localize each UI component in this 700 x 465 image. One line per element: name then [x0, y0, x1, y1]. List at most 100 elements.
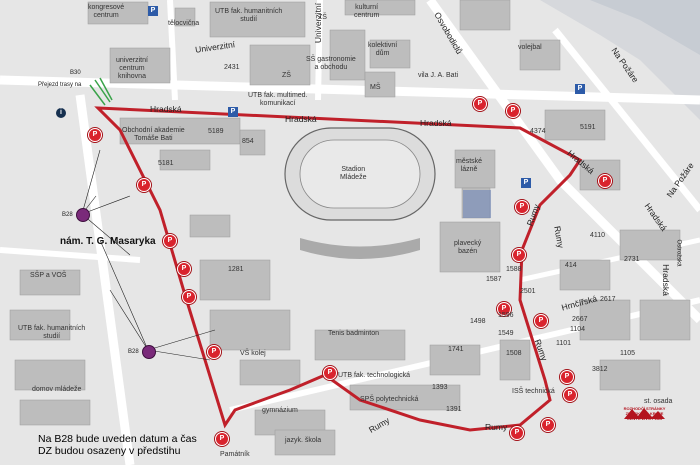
parking-pin[interactable]: P	[598, 174, 612, 188]
parking-pin[interactable]: P	[497, 302, 511, 316]
place-label: ZŠ	[282, 72, 291, 79]
place-label: UTB fak. multimed. komunikací	[248, 92, 308, 107]
place-label: 1104	[570, 326, 586, 333]
parking-sign: P	[575, 84, 585, 94]
place-label: Památník	[220, 451, 250, 458]
place-label: 1549	[498, 330, 514, 337]
place-label: ZŠ	[318, 14, 327, 21]
parking-pin[interactable]: P	[560, 370, 574, 384]
bus-stop-label: B28	[128, 349, 139, 355]
place-label: tělocvična	[168, 20, 200, 27]
parking-sign: P	[228, 107, 238, 117]
bus-stop-label: B28	[62, 212, 73, 218]
place-label: SPŠ polytechnická	[360, 396, 419, 403]
square-label: nám. T. G. Masaryka	[60, 236, 156, 247]
parking-pin[interactable]: P	[177, 262, 191, 276]
place-label: 854	[242, 138, 254, 145]
street-hradska: Hradská	[285, 114, 317, 124]
place-label: 4374	[530, 128, 546, 135]
parking-pin[interactable]: P	[88, 128, 102, 142]
parking-pin[interactable]: P	[473, 97, 487, 111]
place-label: městské lázně	[456, 158, 483, 173]
route-line	[94, 106, 583, 432]
place-label: vila J. A. Bati	[418, 72, 459, 79]
place-label: 2501	[520, 288, 536, 295]
place-label: 414	[565, 262, 577, 269]
street-hradska: Hradská	[150, 104, 182, 114]
place-label: 1105	[620, 350, 636, 357]
place-label: 5181	[158, 160, 174, 167]
place-label: 1596	[498, 312, 514, 319]
place-label: univerzitní centrum knihovna	[116, 57, 148, 80]
parking-pin[interactable]: P	[182, 290, 196, 304]
place-label: Tenis badminton	[328, 330, 379, 337]
region-logo: ROZHODČÍ STRÁNKY ZLÍNSKÉHO KRAJE ČENTR Ž…	[622, 406, 667, 434]
parking-pin[interactable]: P	[163, 234, 177, 248]
place-label: 1498	[470, 318, 486, 325]
place-label: domov mládeže	[32, 386, 82, 393]
place-label: kulturní centrum	[354, 4, 380, 19]
crossing-label: Přejezd trasy na	[38, 82, 82, 88]
parking-pin[interactable]: P	[215, 432, 229, 446]
parking-pin[interactable]: P	[137, 178, 151, 192]
parking-pin[interactable]: P	[534, 314, 548, 328]
place-label: 1391	[446, 406, 462, 413]
place-label: 3812	[592, 366, 608, 373]
place-label: 1588	[506, 266, 522, 273]
parking-pin[interactable]: P	[563, 388, 577, 402]
place-label: SŠP a VOŠ	[30, 272, 67, 279]
parking-pin[interactable]: P	[506, 104, 520, 118]
street-univerzitni: Univerzitní	[313, 2, 324, 44]
parking-pin[interactable]: P	[207, 345, 221, 359]
bus-stop-label: B30	[70, 70, 81, 76]
bus-stop-b28[interactable]	[142, 345, 156, 359]
parking-sign: P	[148, 6, 158, 16]
place-label: 2731	[624, 256, 640, 263]
place-label: 1101	[556, 340, 572, 347]
parking-pin[interactable]: P	[541, 418, 555, 432]
river	[590, 0, 700, 55]
place-label: kolektivní dům	[368, 42, 398, 57]
buildings	[9, 0, 691, 456]
parking-pin[interactable]: P	[512, 248, 526, 262]
place-label: 1741	[448, 346, 464, 353]
place-label: 5191	[580, 124, 596, 131]
street-rumy: Rumy	[485, 422, 508, 432]
place-label: 4110	[590, 232, 606, 239]
street-ostrozska: Ostrožská	[675, 239, 682, 267]
place-label: VŠ kolej	[240, 350, 266, 357]
place-label: 2667	[572, 316, 588, 323]
street-hradska: Hradská	[420, 118, 452, 128]
bus-stop-b28[interactable]	[76, 208, 90, 222]
note-text: Na B28 bude uveden datum a čas DZ budou …	[38, 433, 197, 457]
place-label: 1587	[486, 276, 502, 283]
parking-pin[interactable]: P	[515, 200, 529, 214]
place-label: MŠ	[370, 84, 381, 91]
place-label: 2431	[224, 64, 240, 71]
place-label: st. osada	[644, 398, 673, 405]
place-label: jazyk. škola	[285, 437, 322, 444]
stadium-label: Stadion Mládeže	[340, 166, 367, 181]
place-label: volejbal	[518, 44, 542, 51]
logo-icon	[624, 408, 665, 419]
place-label: UTB fak. humanitních studií	[215, 8, 283, 23]
place-label: Obchodní akademie Tomáše Bati	[122, 127, 185, 142]
parking-sign: P	[521, 178, 531, 188]
place-label: SŠ gastronomie a obchodu	[306, 56, 356, 71]
place-label: ISŠ technická	[512, 388, 555, 395]
place-label: UTB fak. technologická	[338, 372, 410, 379]
place-label: UTB fak. humanitních studií	[18, 325, 86, 340]
place-label: kongresové centrum	[88, 4, 125, 19]
parking-pin[interactable]: P	[323, 366, 337, 380]
place-label: 1508	[506, 350, 522, 357]
place-label: gymnázium	[262, 407, 298, 414]
place-label: plavecký bazén	[454, 240, 482, 255]
place-label: 5189	[208, 128, 224, 135]
place-label: 2617	[600, 296, 616, 303]
parking-pin[interactable]: P	[510, 426, 524, 440]
info-icon: i	[56, 108, 66, 118]
place-label: 1393	[432, 384, 448, 391]
street-hradska: Hradská	[660, 264, 671, 296]
